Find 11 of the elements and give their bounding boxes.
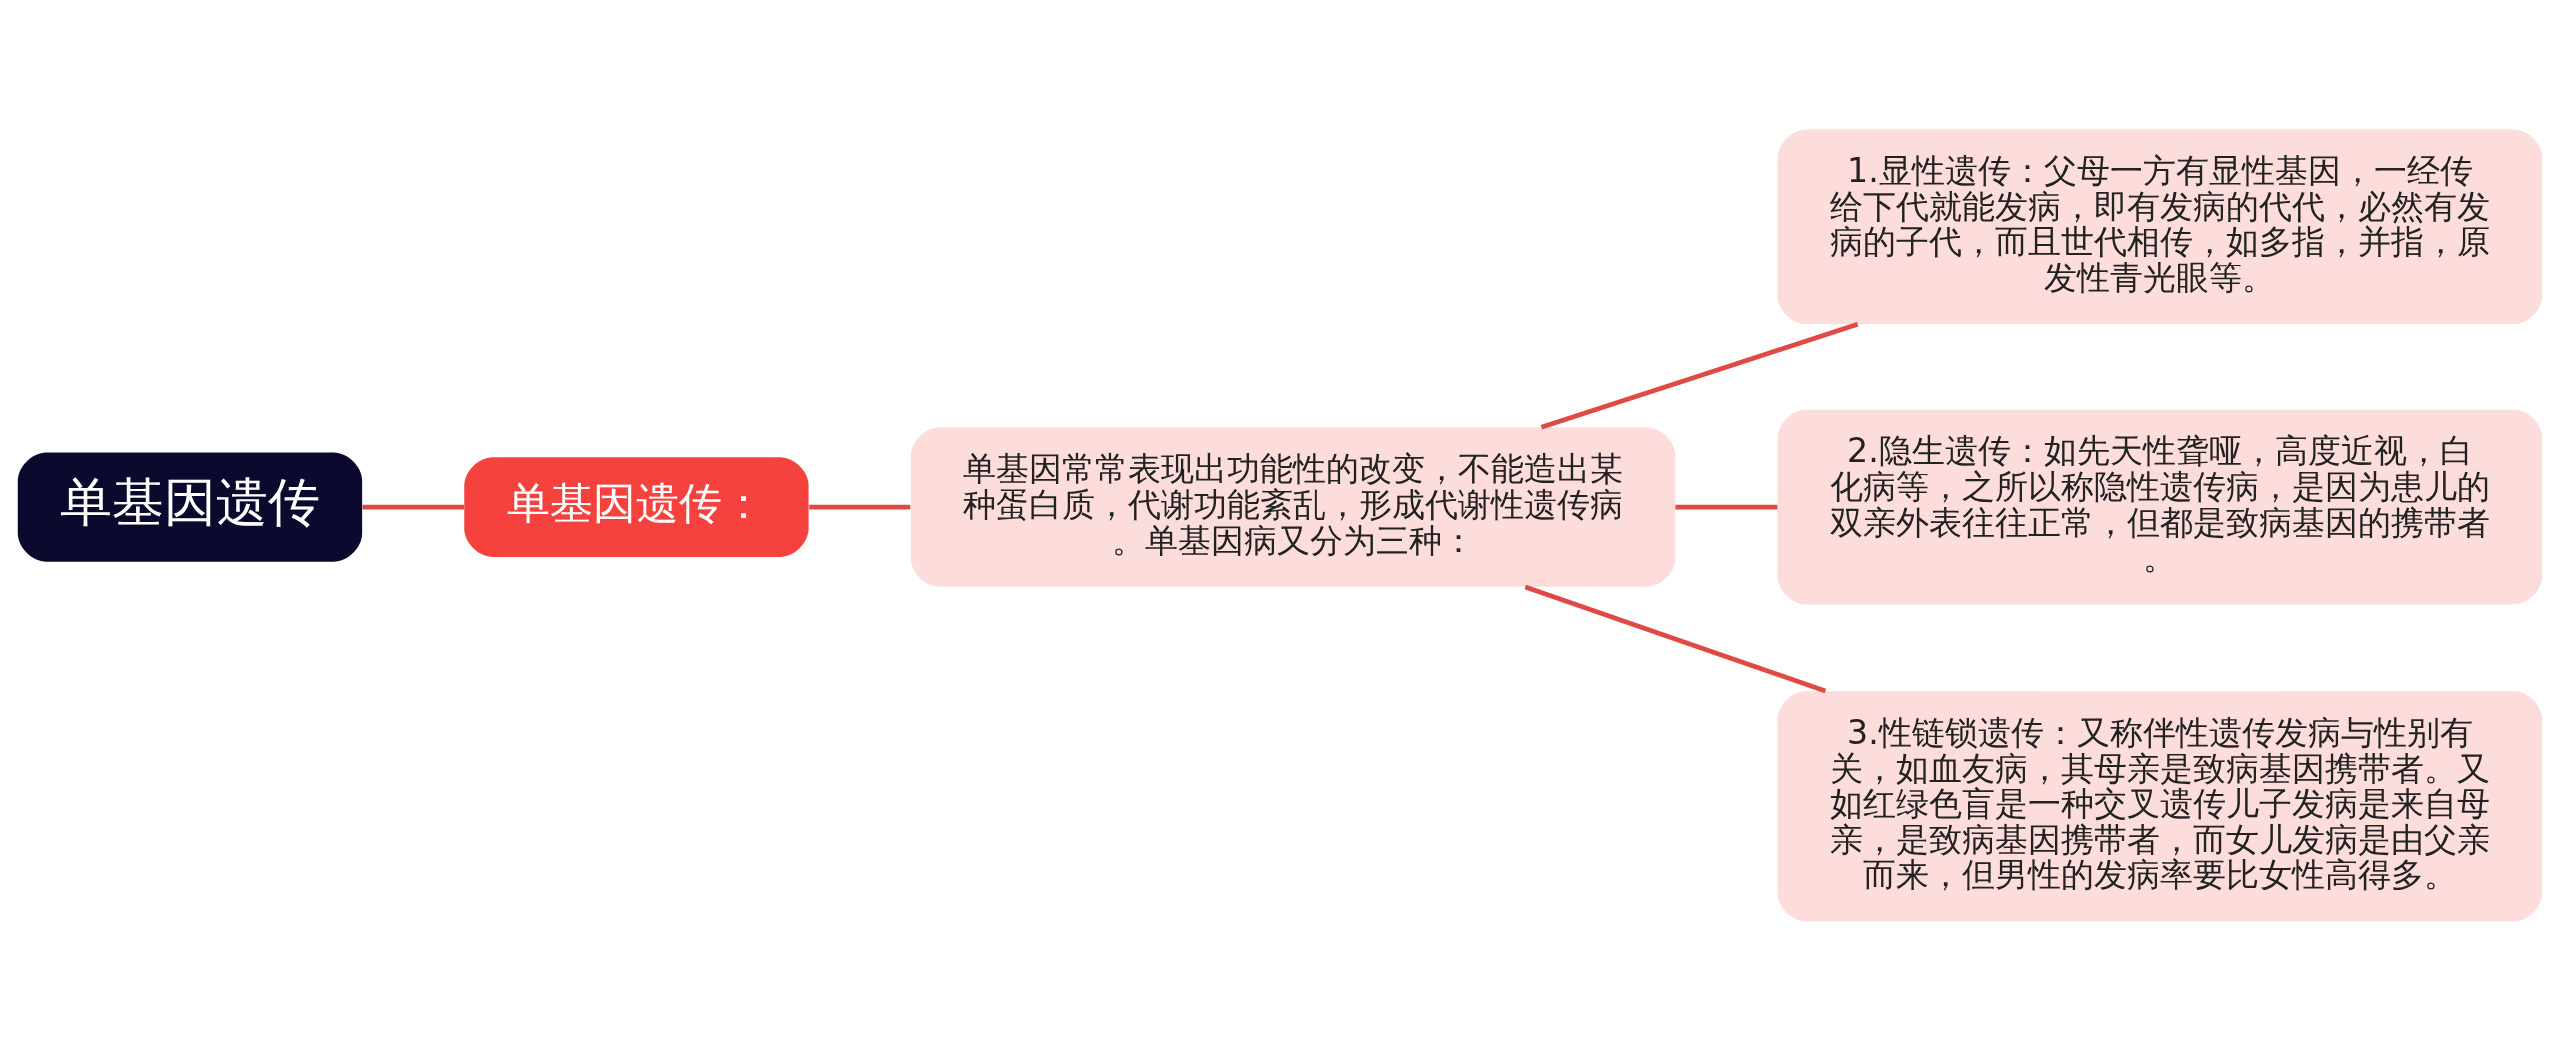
connector (1675, 504, 1778, 509)
connector (1524, 584, 1827, 693)
node-box: 单基因遗传： (464, 456, 809, 557)
connector (1540, 321, 1859, 429)
node-box: 1.显性遗传：父母一方有显性基因，一经传给下代就能发病，即有发病的代代，必然有发病的子代，而且世代相传，如多指，并指，原发性青光眼等。 (1777, 129, 2543, 324)
node-box: 3.性链锁遗传：又称伴性遗传发病与性别有关，如血友病，其母亲是致病基因携带者。又如红绿色盲是一种交叉遗传儿子发病是来自母亲，是致病基因携带者，而女儿发病是由父亲而来，但男性的发病率要比女性高得多。 (1777, 690, 2543, 921)
connector (362, 504, 464, 509)
node-box: 2.隐生遗传：如先天性聋哑，高度近视，白化病等，之所以称隐性遗传病，是因为患儿的双亲外表往往正常，但都是致病基因的携带者。 (1777, 409, 2543, 604)
connector (809, 504, 911, 509)
node-box: 单基因常常表现出功能性的改变，不能造出某种蛋白质，代谢功能紊乱，形成代谢性遗传病。单基因病又分为三种： (910, 427, 1676, 587)
node-box: 单基因遗传 (17, 451, 363, 562)
